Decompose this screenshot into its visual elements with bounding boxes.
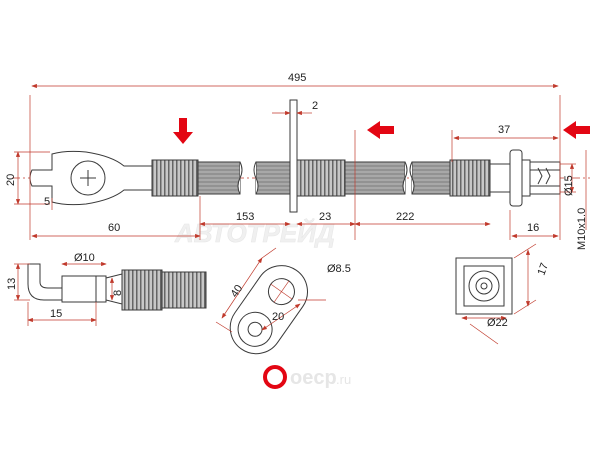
bracket-dimensions [215, 247, 326, 333]
watermark-brand: АВТОТРЕЙД [174, 218, 335, 248]
side-view-dimensions [14, 261, 115, 326]
dim-thread-spec: M10x1.0 [576, 208, 588, 250]
dim-222: 222 [396, 211, 414, 223]
dim-23: 23 [319, 211, 331, 223]
dim-fitting-size: 17 [536, 261, 551, 277]
dim-bracket-hole: Ø8.5 [327, 263, 351, 275]
dim-fitting-dia: Ø22 [487, 317, 508, 329]
logo-text: oecp [290, 367, 337, 389]
hose-main-view [12, 99, 590, 213]
dim-side-15: 15 [50, 308, 62, 320]
arrow-left-right [563, 121, 590, 139]
fitting-end-view [455, 257, 513, 315]
logo-domain: .ru [336, 372, 351, 387]
bracket-view [229, 265, 308, 355]
arrow-left-mid [367, 121, 394, 139]
right-crimp [449, 159, 491, 197]
dim-side-dia: Ø10 [74, 252, 95, 264]
dim-eye-offset: 5 [44, 196, 50, 208]
threaded-fitting [489, 149, 561, 207]
oecp-logo: oecp .ru [263, 365, 351, 389]
eye-fitting [29, 150, 153, 206]
dim-end-fitting: 37 [498, 124, 510, 136]
side-view [27, 263, 207, 311]
fitting-end-dimensions [461, 243, 537, 345]
mid-bracket-plate [289, 99, 298, 213]
dim-153: 153 [236, 211, 254, 223]
dim-total: 495 [288, 72, 306, 84]
connection-arrows [173, 118, 590, 144]
hose-segment-4 [411, 161, 451, 195]
main-dimensions [14, 83, 587, 240]
hose-segment-3 [344, 161, 406, 195]
dim-eye-height: 20 [5, 174, 17, 186]
left-crimp [151, 159, 199, 197]
dim-side-height: 13 [6, 278, 18, 290]
watermark: АВТОТРЕЙД [174, 218, 336, 249]
logo-mark-icon [263, 365, 287, 389]
arrow-down-left [173, 118, 193, 144]
dim-thread-dia: Ø15 [563, 175, 575, 196]
dim-bracket-length: 40 [229, 283, 246, 300]
hose-segment-2 [255, 161, 297, 195]
dim-side-8: 8 [112, 290, 124, 296]
dim-bracket-thickness: 2 [312, 100, 318, 112]
hose-segment-1 [197, 161, 241, 195]
mid-crimp [296, 159, 346, 197]
dim-hex-width: 16 [527, 222, 539, 234]
dim-bracket-width: 20 [272, 311, 284, 323]
dim-left-section: 60 [108, 222, 120, 234]
